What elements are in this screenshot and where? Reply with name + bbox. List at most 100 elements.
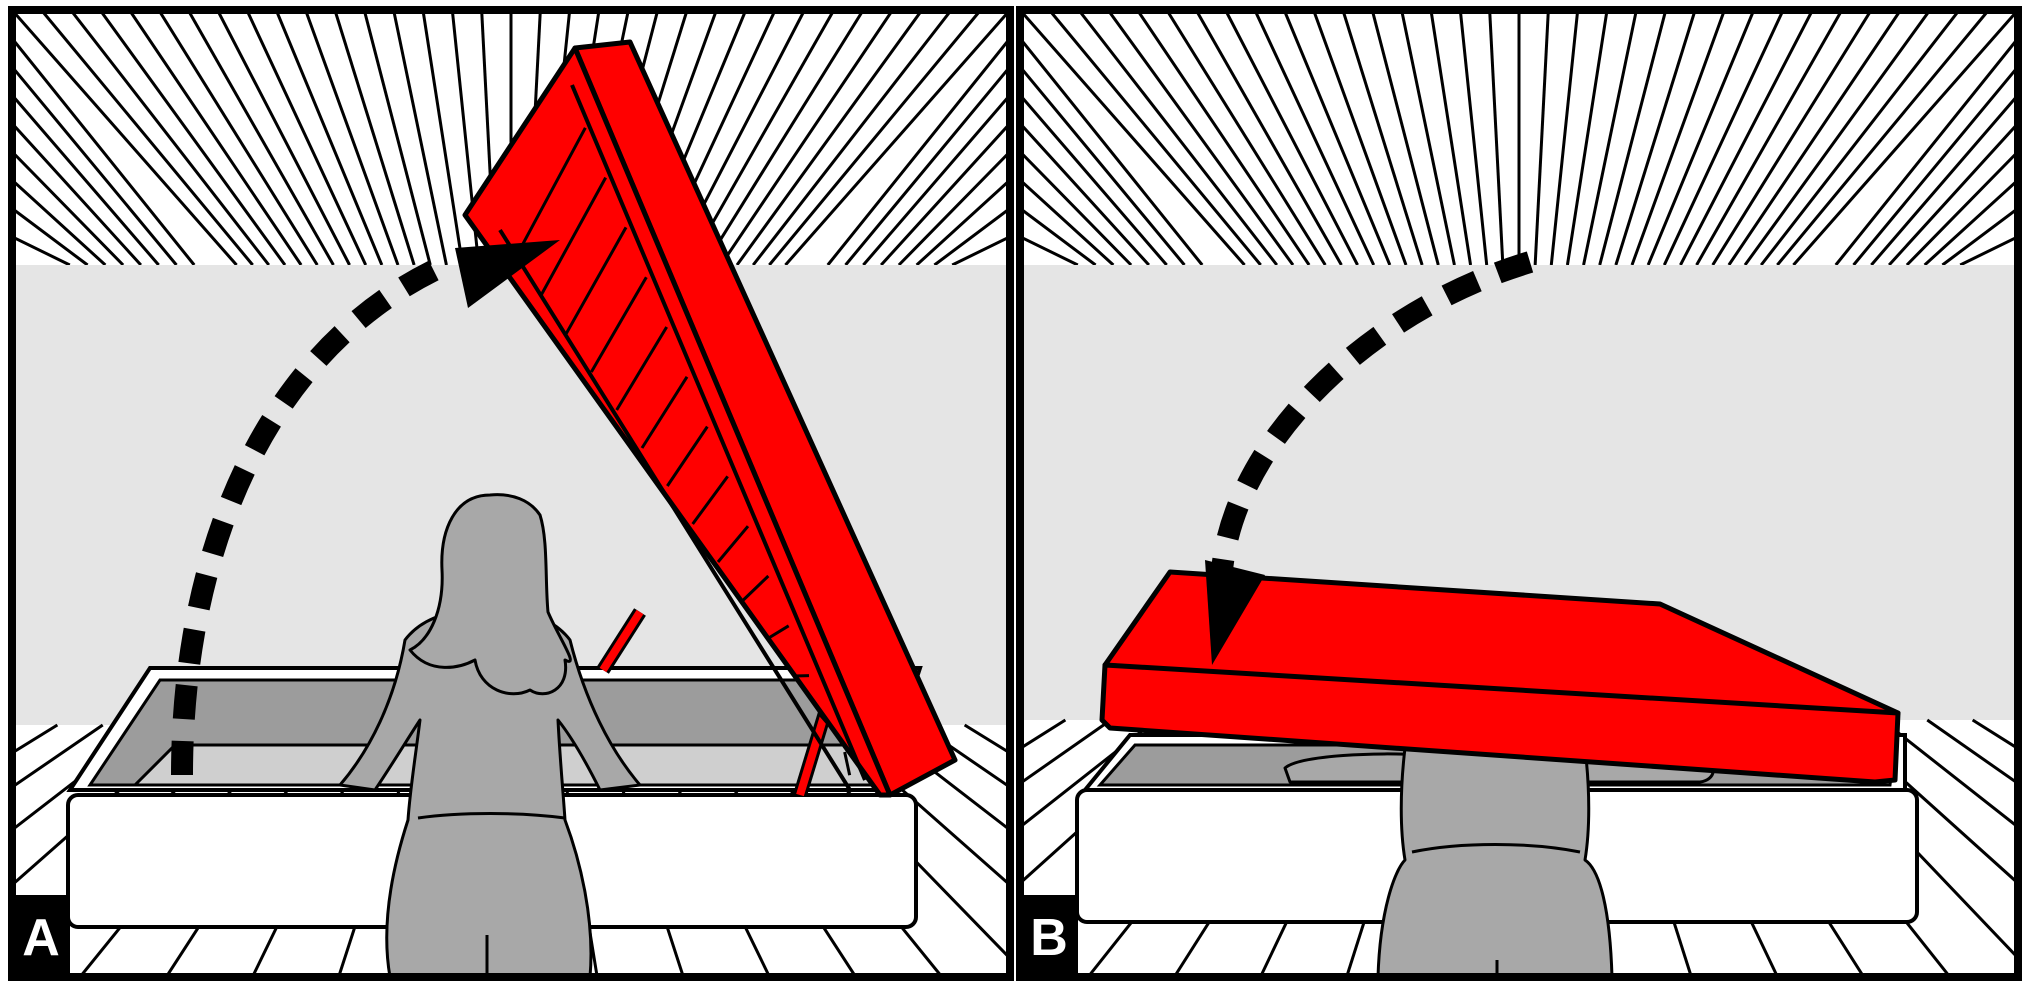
panel-a-slat [564,226,628,335]
panel-b-close-arrow [1211,251,1534,572]
panel-b-ray [1870,94,2018,266]
panel-b-arrow-head [1205,560,1265,665]
panel-a-slat [539,176,607,297]
panel-b-ray [1048,10,1262,266]
panel-a-ray [933,207,1010,267]
panel-b-ray [1533,10,1550,266]
panel-a-person-waistband [417,812,566,820]
panel-b-ray [1834,37,2018,266]
panel-a-slat [615,326,668,411]
panel-a-ray [12,178,107,267]
panel-b-ray [1136,10,1311,266]
panel-a-ray [186,10,335,266]
panel-b-ray [1194,10,1343,266]
panel-a-ray [274,10,384,266]
panel-a-raised-mattress [462,39,958,798]
panel-a-slat [843,751,852,776]
panel-b-ray [1020,37,1204,266]
panel-a-ray [333,10,416,266]
panel-a-ray [69,10,271,266]
panel-b-ray [1253,10,1376,266]
panel-b-floor-line [1880,718,2018,829]
panel-a-ray [128,10,303,266]
panel-a: A [12,10,1010,977]
panel-a-border [8,6,1014,981]
panel-a-ray [157,10,319,266]
panel-b-ray [1020,65,1186,266]
panel-a-ray [12,235,71,267]
panel-b-ray [1695,10,1844,266]
panel-b-ray [1630,10,1726,266]
panel-b-ray [1429,10,1473,266]
panel-b-ray [1711,10,1873,266]
panel-b-floor-line [1020,718,1158,829]
panel-b-floor-line [1926,718,2018,786]
panel-a-person-hair [408,493,572,696]
panel-a-ray [40,10,254,266]
panel-a-label-box [12,895,70,977]
panel-a-ray [392,10,448,266]
panel-b-ray [1224,10,1359,266]
panel-b-ray [1759,10,1961,266]
panel-b-lowering-mattress [1099,569,1901,785]
panel-a-lift-strut-inner [599,609,644,673]
panel-b: B [1020,10,2018,977]
panel-a-mattress-slats [514,127,852,776]
panel-b-ray [1646,10,1756,266]
panel-a-person [338,493,642,977]
panel-a-ray [12,122,142,267]
panel-b-ray [1165,10,1327,266]
panel-a-ray [12,150,125,267]
panel-a-frame-rail [570,84,867,781]
panel-b-person-waistband [1411,843,1581,854]
panel-b-ray [1888,122,2018,267]
panel-a-floor-line [12,723,104,790]
panel-b-ray [1282,10,1392,266]
panel-b-ray [1488,10,1505,266]
panel-a-ray [880,122,1010,267]
panel-b-ray [1776,10,1990,266]
panel-b-ray [1905,150,2018,267]
panel-a-person-body [338,608,642,977]
panel-a-ray [915,178,1010,267]
panel-b-ray [1959,235,2018,267]
panel-a-frame-rail-outer [498,228,852,792]
panel-a-ray [98,10,287,266]
panel-a-ray [826,37,1010,266]
panel-a-slat [666,425,709,487]
panel-a-ray [897,150,1010,267]
panel-b-ray [1565,10,1609,266]
panel-b-ray [1077,10,1279,266]
panel-a-ray [784,10,1010,266]
panel-a-ray [362,10,432,266]
panel-b-ray [1400,10,1456,266]
panel-a-floor-line [918,723,1010,790]
panel-a-ray [735,10,924,266]
panel-a-slat [767,624,790,640]
panel-a-ray [216,10,351,266]
panel-b-ray [1020,94,1168,266]
panel-a-ray [12,94,160,266]
panel-b-ray [1020,10,1246,266]
panel-b-ray [1020,150,1133,267]
panel-b-label: B [1030,909,1068,967]
panel-a-open-arrow [171,255,450,776]
panel-b-label-box [1020,895,1078,977]
panel-a-ray [768,10,982,266]
panel-b-mattress-side [1099,662,1901,785]
panel-b-rays [1020,10,2018,267]
panel-a-arrow-head [455,240,560,308]
panel-a-slat [590,276,648,373]
panel-a-slat [716,525,750,563]
panel-b-ray [1020,122,1150,267]
panel-b-person-body [1376,746,1614,977]
panel-a-ray [862,94,1010,266]
panel-a-mattress-underside [462,45,893,798]
panel-b-ray [1598,10,1668,266]
panel-a-ray [12,37,196,266]
panel-a-ray [304,10,400,266]
panel-b-ray [1679,10,1814,266]
panel-a-slat [640,375,689,449]
panel-a-slat [818,713,831,727]
